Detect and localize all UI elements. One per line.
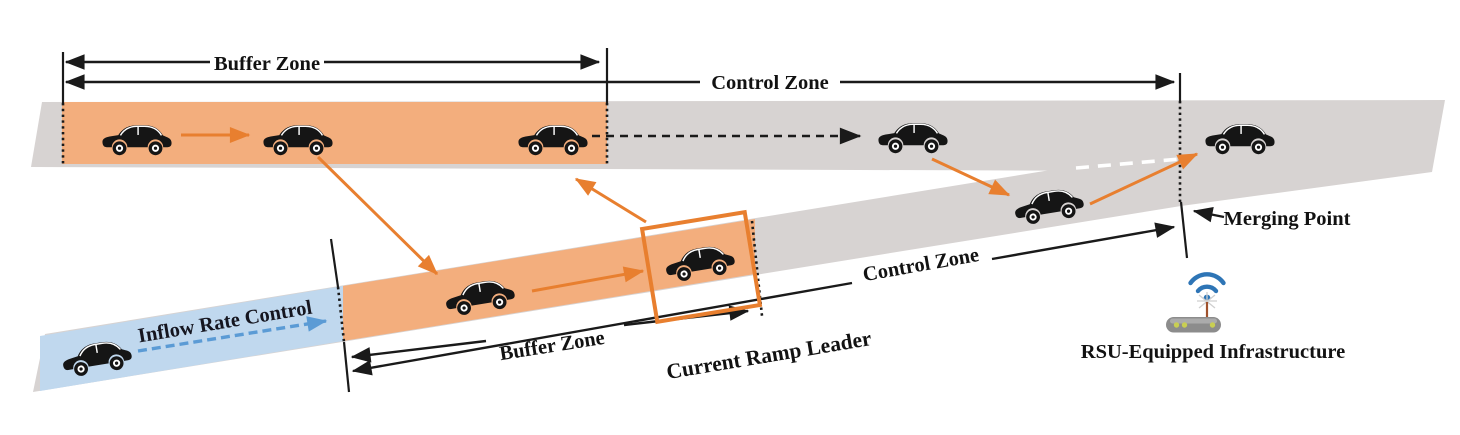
ramp-control-arrow-left [351, 281, 853, 376]
zone-boundaries [61, 48, 1189, 393]
coordination-arrow-car2-rampcar [316, 155, 439, 276]
main-buffer-zone [62, 102, 607, 164]
inflow-direction-arrow [137, 316, 328, 353]
ramp-buffer-zone [343, 219, 755, 341]
rsu-label: RSU-Equipped Infrastructure [1081, 341, 1345, 363]
merging-point-label: Merging Point [1224, 208, 1351, 230]
travel-arrows [137, 127, 1199, 353]
ramp-buffer-arrow-left [350, 339, 487, 363]
ramp-leader-highlight-box [639, 209, 763, 325]
vehicles [59, 122, 1276, 380]
on-ramp-road [33, 167, 1432, 392]
coordination-arrow-rampcar-leader [531, 266, 645, 293]
coordination-arrow-car4-rampcar [931, 157, 1011, 197]
main-buffer-label: Buffer Zone [214, 53, 320, 75]
roadside-unit-router-icon [1166, 317, 1221, 333]
merge-lane-marking [1075, 157, 1181, 170]
coordination-arrow-leader-car3 [574, 177, 647, 224]
rsu-infrastructure: RSU-Equipped Infrastructure [1081, 272, 1345, 363]
ramp-buffer-start-line [329, 238, 340, 288]
main-control-label: Control Zone [711, 72, 829, 94]
merging-point-pointer-arrow [1192, 207, 1225, 223]
ramp-control-arrow-right [991, 222, 1176, 261]
ramp-buffer-label: Buffer Zone [498, 327, 606, 365]
merging-point-line-lower [1179, 201, 1189, 259]
current-ramp-leader-label: Current Ramp Leader [665, 326, 874, 384]
ramp-buffer-start-line-lower [342, 341, 351, 393]
ramp-buffer-end-line-dotted [750, 220, 764, 317]
coordination-arrow-rampcar-merge [1089, 152, 1199, 206]
